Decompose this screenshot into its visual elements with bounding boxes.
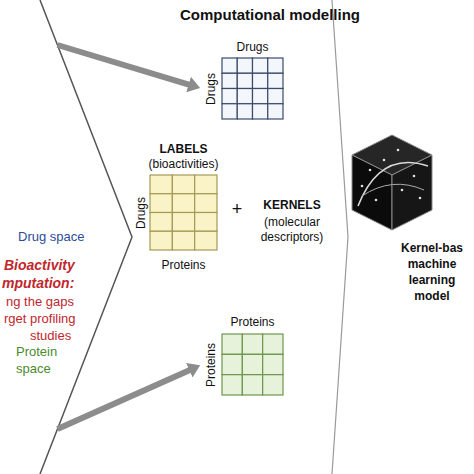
data-point [375,199,378,202]
matrix-cell [242,354,262,374]
matrix-cell [253,104,268,119]
matrix-cell [195,175,217,194]
matrix-cell [150,213,172,232]
axis-label: Drugs [236,40,268,54]
matrix-cell [237,89,252,104]
axis-label: Proteins [161,258,205,272]
matrix-cell [263,354,283,374]
matrix-cell [222,89,237,104]
panel-text: studies [30,328,71,344]
panel-text: ng the gaps [6,294,74,310]
matrix-heading: LABELS [160,142,208,156]
matrix-cell [268,58,283,73]
matrix-grid [221,57,284,120]
data-point [383,159,386,162]
input-arrow [57,45,190,85]
matrix-cell [172,175,194,194]
matrix-cell [222,375,242,395]
data-point [397,149,400,152]
matrix-cell [263,334,283,354]
kernels-heading: KERNELS [263,198,320,212]
matrix-cell [237,104,252,119]
matrix-cell [268,89,283,104]
matrix-grid [149,174,218,251]
plus-sign: + [232,199,243,221]
panel-heading: mputation: [2,275,74,292]
matrix-cell [242,334,262,354]
input-arrow [57,369,191,429]
data-point [369,169,372,172]
axis-label: Drugs [204,72,218,104]
matrix-cell [195,213,217,232]
matrix-cell [222,354,242,374]
axis-label: Proteins [230,315,274,329]
matrix-cell [172,231,194,250]
decision-surface [358,162,428,206]
matrix-subheading: (bioactivities) [148,157,218,171]
matrix-cell [237,73,252,88]
matrix-cell [253,73,268,88]
matrix-cell [150,231,172,250]
matrix-cell [195,194,217,213]
input-panel: Drug spaceBioactivitymputation: ng the ga… [0,0,132,474]
panel-text: rget profiling [4,311,76,327]
axis-label: Proteins [204,342,218,386]
data-point [413,175,416,178]
matrix-cell [237,58,252,73]
panel-heading: Bioactivity [4,257,75,274]
data-point [419,197,422,200]
matrix-cell [172,194,194,213]
model-caption: Kernel-bas machine learning model [390,240,474,304]
matrix-cell [253,58,268,73]
matrix-cell [242,375,262,395]
panel-title: Computational modelling [180,6,360,24]
matrix-cell [263,375,283,395]
matrix-cell [268,73,283,88]
cube-face [392,155,432,230]
protein-kernel-matrix: ProteinsProteins [204,312,286,398]
space-label: Protein space [16,343,72,377]
matrix-cell [222,58,237,73]
matrix-grid [221,333,284,396]
matrix-cell [253,89,268,104]
kernels-note: (molecular descriptors) [252,215,332,245]
matrix-cell [268,104,283,119]
decision-surface [362,184,424,196]
matrix-cell [150,175,172,194]
panel-chevron [332,0,348,474]
model-cube [352,135,432,230]
label-matrix: LABELS(bioactivities) DrugsProteins [134,142,222,276]
matrix-cell [172,213,194,232]
matrix-cell [222,334,242,354]
matrix-cell [195,231,217,250]
data-point [401,189,404,192]
matrix-cell [150,194,172,213]
data-point [361,185,364,188]
drug-kernel-matrix: DrugsDrugs [204,38,286,122]
matrix-cell [222,73,237,88]
axis-label: Drugs [134,196,148,228]
matrix-cell [222,104,237,119]
cube-face [352,155,392,230]
space-label: Drug space [18,229,84,245]
